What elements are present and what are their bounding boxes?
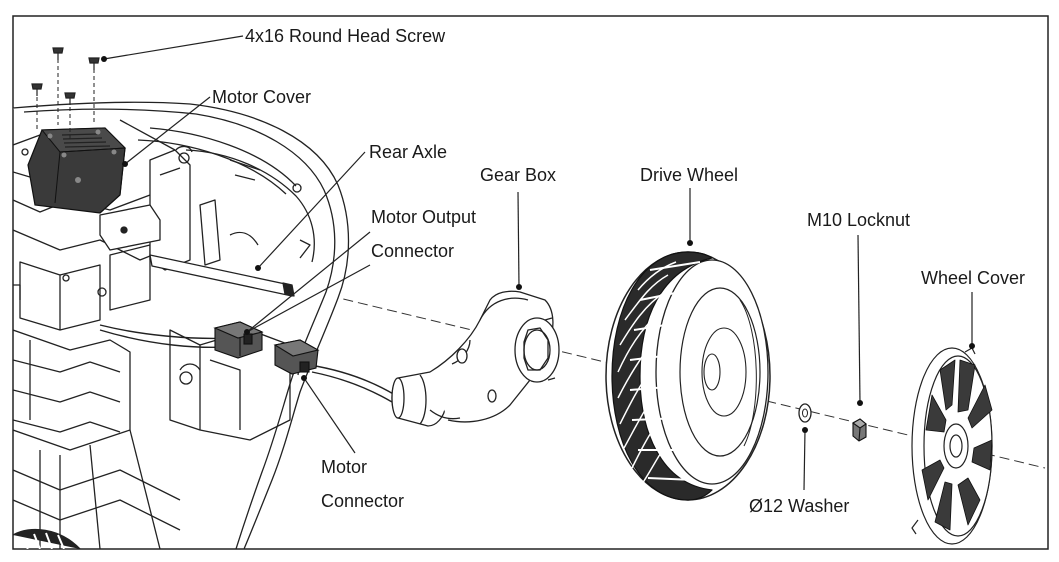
drive-wheel-part	[605, 251, 771, 501]
label-rear-axle: Rear Axle	[369, 142, 448, 162]
motor-output-connector-part	[213, 321, 264, 359]
label-drive-wheel: Drive Wheel	[640, 165, 739, 185]
label-round-head-screw: 4x16 Round Head Screw	[245, 26, 446, 46]
label-motor-cover: Motor Cover	[212, 87, 312, 107]
round-head-screws	[31, 47, 100, 140]
label-motor-connector-line1: Motor	[321, 457, 368, 477]
label-motor-connector-line2: Connector	[321, 491, 405, 511]
car-body	[13, 101, 350, 549]
label-motor-output-connector-line1: Motor Output	[371, 207, 477, 227]
motor-connector-part	[273, 339, 320, 375]
gear-box-part	[391, 290, 560, 427]
label-m10-locknut: M10 Locknut	[807, 210, 911, 230]
diagram-frame	[12, 15, 1049, 550]
motor-cover-part	[27, 127, 127, 214]
locknut-part	[851, 418, 867, 442]
wheel-cover-part	[911, 347, 993, 545]
label-wheel-cover: Wheel Cover	[921, 268, 1026, 288]
leader-lines	[103, 35, 973, 491]
washer-part	[798, 403, 812, 423]
leader-dots	[101, 56, 975, 433]
label-motor-output-connector-line2: Connector	[371, 241, 455, 261]
label-gear-box: Gear Box	[480, 165, 557, 185]
label-washer: Ø12 Washer	[749, 496, 850, 516]
